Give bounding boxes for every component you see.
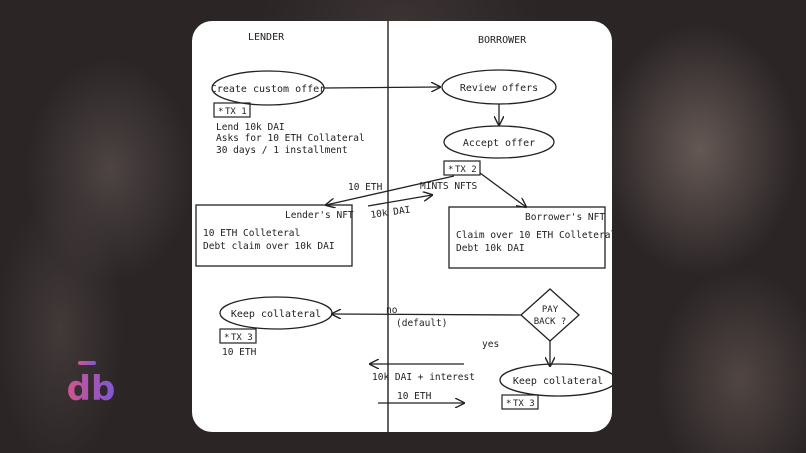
logo-text: db [67,369,116,408]
tx2-label: TX 2 [455,165,477,175]
create-offer-label: Create custom offer [211,84,325,95]
lender-keeps-eth: 10 ETH [222,347,257,358]
review-offers-label: Review offers [460,83,538,94]
tx2-badge [443,160,481,176]
lender-nft-line-2: Debt claim over 10k DAI [203,241,335,252]
dai-to-borrower-label: 10k DAI [370,205,411,221]
lender-nft-line-1: 10 ETH Colleteral [203,228,300,239]
tx3-borrower-label: TX 3 [513,399,535,409]
accept-offer-node [443,125,555,159]
tx3-borrower-star: * [506,399,511,409]
tx3-lender-badge [219,328,257,344]
repay-label: 10k DAI + interest [372,372,475,383]
eth-to-lender-label: 10 ETH [348,182,383,193]
borrower-nft-title: Borrower's NFT [525,212,605,223]
flow-diagram: LENDER BORROWER Create custom offer * TX… [195,21,612,432]
tx1-star: * [218,107,223,117]
lender-keep-collateral-node [219,296,333,330]
yes-label: yes [482,339,499,350]
diagram-card: LENDER BORROWER Create custom offer * TX… [192,21,612,432]
logo-bar [78,361,96,365]
borrower-nft-box [448,206,606,269]
mints-nfts-label: MINTS NFTS [420,181,477,192]
offer-term-2: Asks for 10 ETH Collateral [216,133,365,144]
tx3-lender-label: TX 3 [231,333,253,343]
tx3-borrower-badge [501,394,539,410]
lender-nft-box [195,204,353,267]
arrow-eth-to-lender-nft [326,175,455,205]
borrower-nft-line-2: Debt 10k DAI [456,243,525,254]
accept-offer-label: Accept offer [463,138,535,149]
offer-term-3: 30 days / 1 installment [216,145,348,156]
decision-line-1: PAY [542,305,559,315]
decision-line-2: BACK ? [534,317,567,327]
borrower-keep-collateral-label: Keep collateral [513,376,603,387]
arrow-no-default [332,314,522,315]
offer-term-1: Lend 10k DAI [216,122,285,133]
tx1-badge [213,102,251,118]
lender-nft-title: Lender's NFT [285,210,354,221]
lender-column-header: LENDER [248,32,285,43]
arrow-create-to-review [323,87,440,88]
tx2-star: * [448,165,453,175]
tx3-lender-star: * [224,333,229,343]
lender-keep-collateral-label: Keep collateral [231,309,321,320]
borrower-keep-collateral-node [499,363,612,397]
borrower-nft-line-1: Claim over 10 ETH Colleteral [456,230,612,241]
no-label: no [386,305,398,316]
borrower-column-header: BORROWER [478,35,527,46]
tx1-label: TX 1 [225,107,247,117]
default-label: (default) [396,318,447,329]
arrow-to-borrower-nft [479,172,526,207]
db-logo: db [67,361,116,408]
pay-back-decision [520,288,580,342]
eth-back-label: 10 ETH [397,391,432,402]
arrow-dai-to-borrower [367,195,432,207]
